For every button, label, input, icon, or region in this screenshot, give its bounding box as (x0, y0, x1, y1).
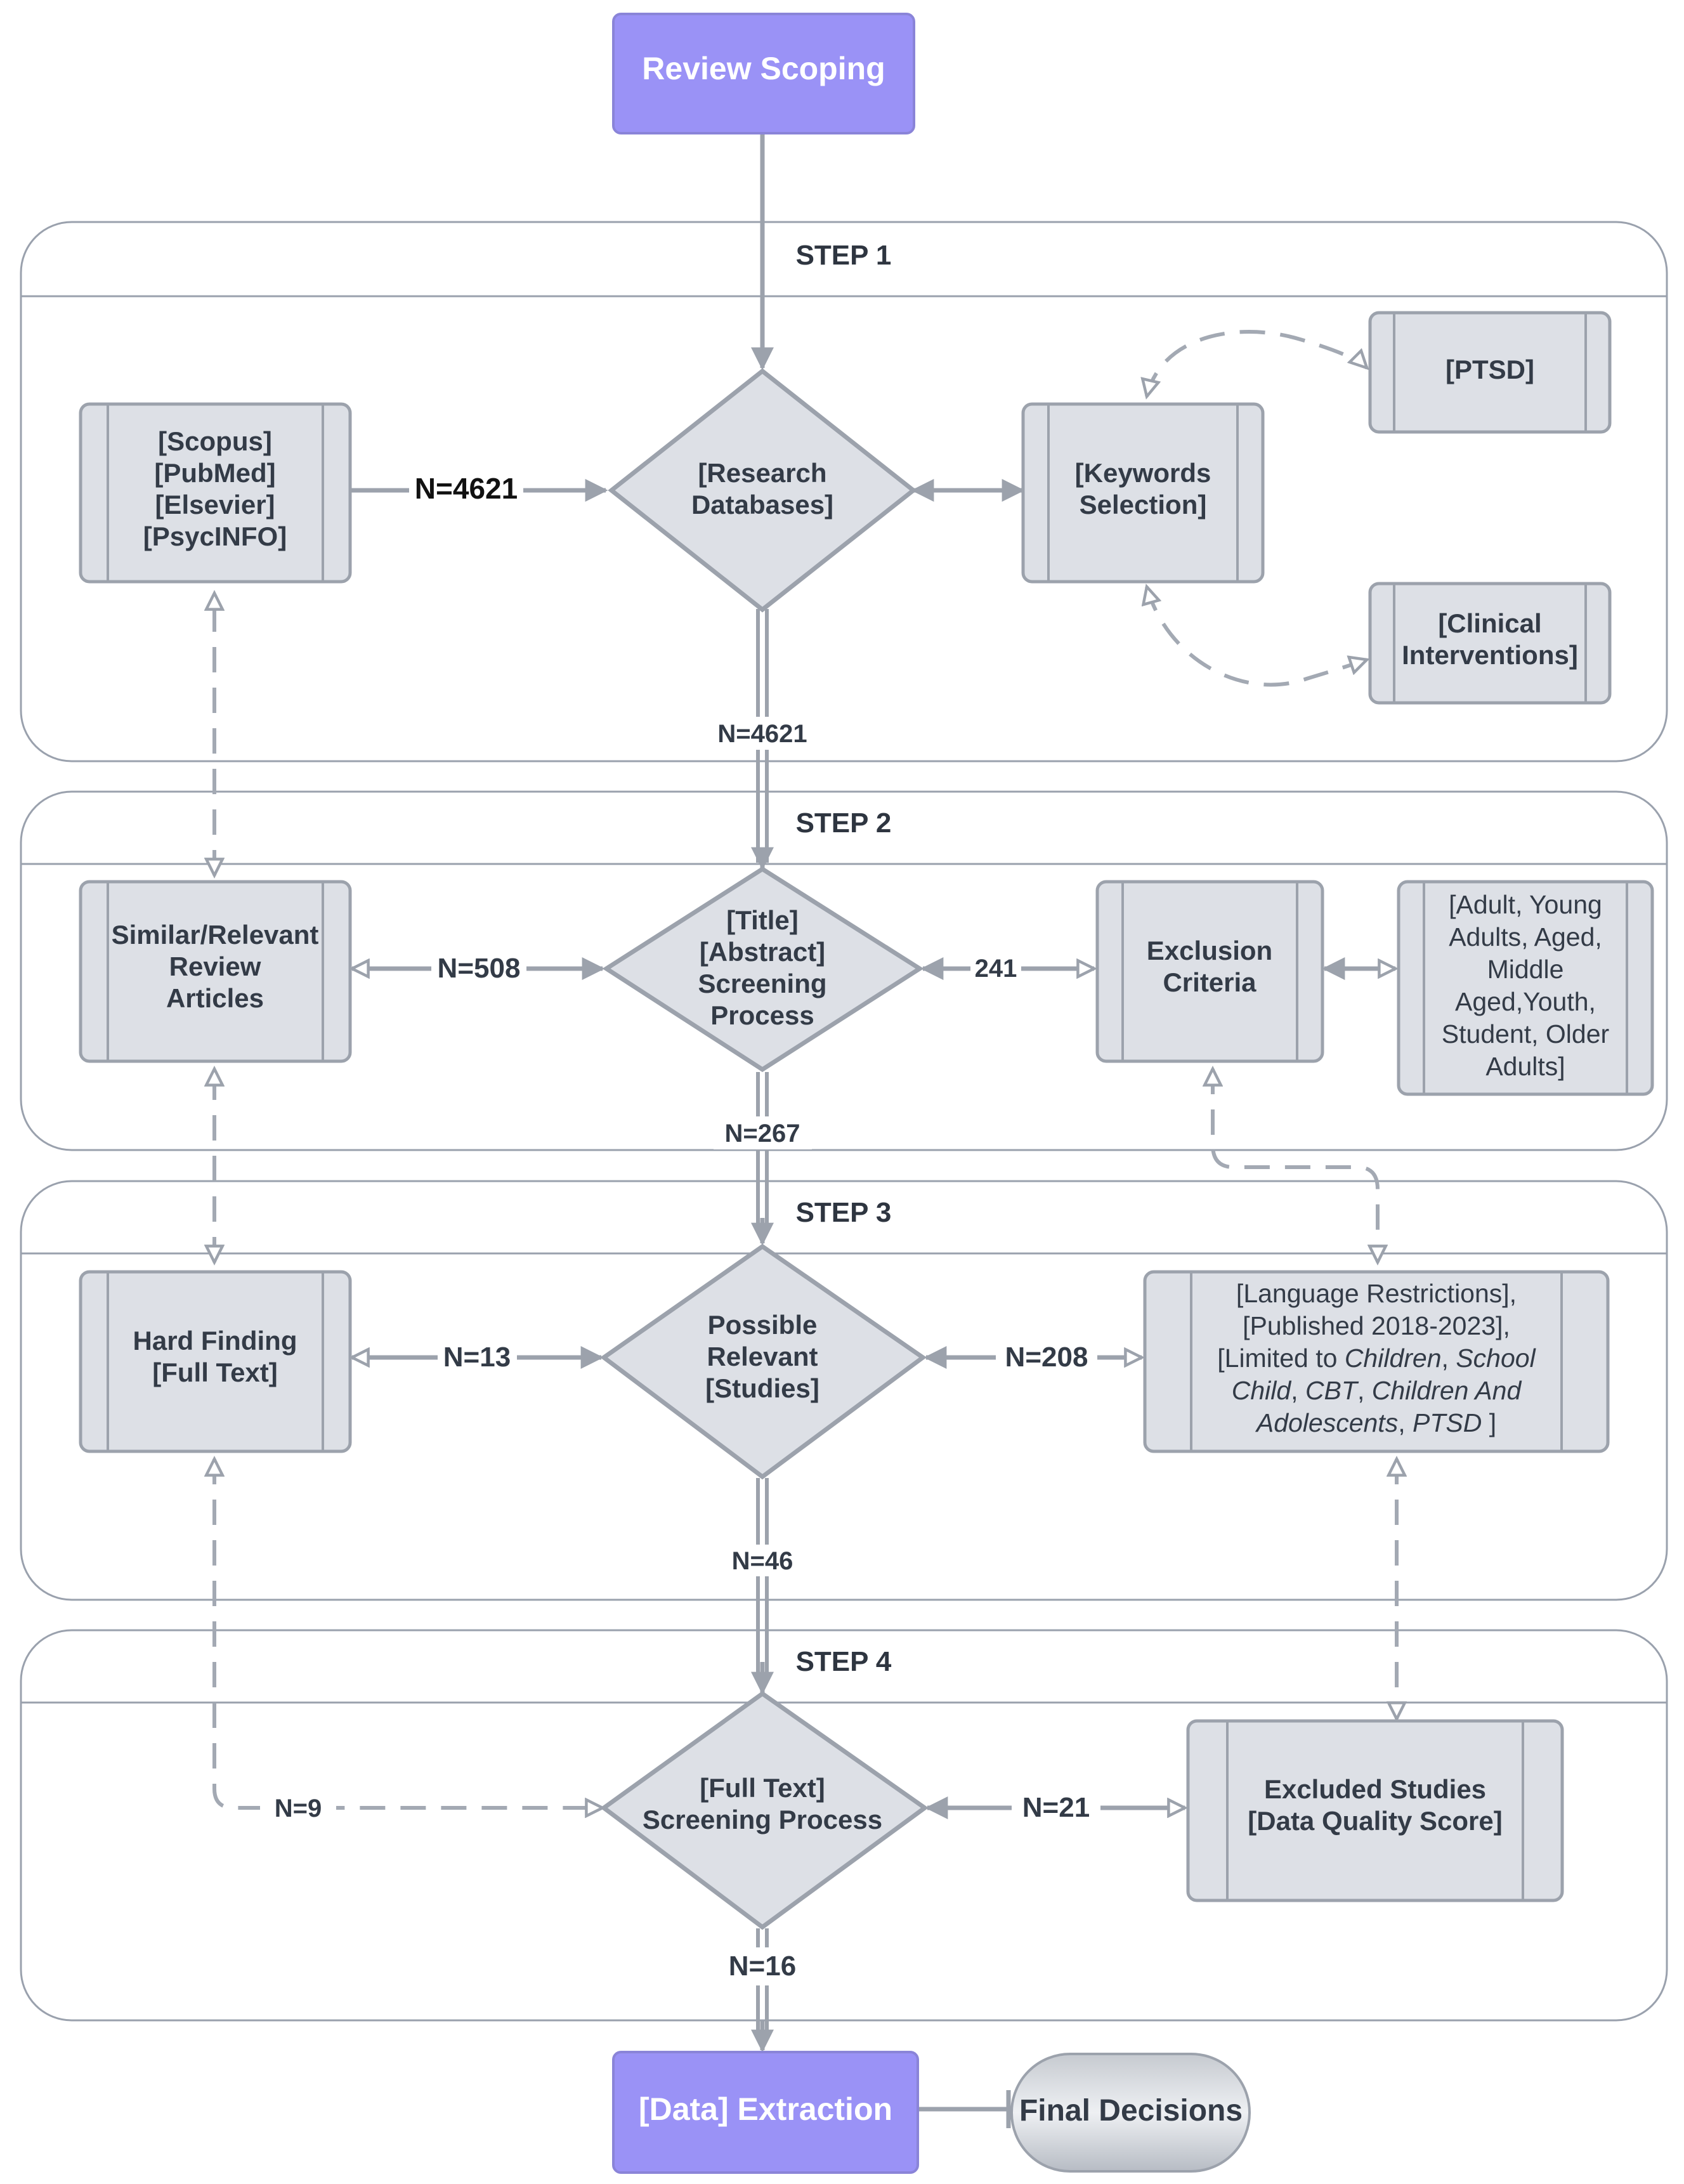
sources-box: [Scopus] [PubMed] [Elsevier] [PsycINFO] (79, 402, 352, 584)
restrictions-line5: Adolescents, PTSD ] (1255, 1408, 1496, 1437)
clinical-line1: [Clinical (1438, 608, 1541, 638)
full-text-screening-line1: [Full Text] (700, 1773, 825, 1803)
hard-finding-box: Hard Finding [Full Text] (79, 1270, 352, 1453)
final-decisions-node: Final Decisions (1010, 2053, 1251, 2173)
edge-label-fulltext-down: N=16 (729, 1951, 796, 1982)
edge-label-hard-fulltext: N=9 (275, 1795, 322, 1822)
step2-label: STEP 2 (796, 808, 892, 839)
excluded-studies-box: Excluded Studies [Data Quality Score] (1186, 1719, 1564, 1902)
edge-label-similar: N=508 (438, 953, 521, 984)
arrow-extraction-to-final (917, 2090, 1011, 2128)
edge-label-sources: N=4621 (415, 472, 518, 505)
screening-decision: [Title] [Abstract] Screening Process (602, 866, 924, 1073)
full-text-screening-line2: Screening Process (643, 1805, 882, 1834)
step3-label: STEP 3 (796, 1197, 892, 1228)
dashed-hard-fulltext (214, 1459, 603, 1808)
step4-label: STEP 4 (796, 1646, 892, 1677)
keywords-selection-line1: [Keywords (1075, 458, 1211, 488)
source-psycinfo: [PsycINFO] (143, 521, 287, 551)
review-scoping-node: Review Scoping (612, 13, 915, 134)
similar-line1: Similar/Relevant (112, 920, 319, 950)
restrictions-line3: [Limited to Children, School (1217, 1344, 1536, 1373)
ptsd-label: [PTSD] (1446, 355, 1534, 384)
restrictions-box: [Language Restrictions], [Published 2018… (1143, 1270, 1610, 1453)
similar-line2: Review (169, 951, 261, 981)
clinical-interventions-box: [Clinical Interventions] (1368, 582, 1612, 705)
clinical-line2: Interventions] (1402, 640, 1578, 670)
excluded-line2: [Data Quality Score] (1248, 1806, 1502, 1836)
research-databases-decision: [Research Databases] (608, 368, 917, 613)
groups-line3: Middle (1487, 955, 1564, 984)
edge-labels: N=4621 N=4621 N=508 241 N=267 N=13 N=208… (260, 469, 1100, 1985)
data-extraction-label: [Data] Extraction (639, 2091, 892, 2127)
source-pubmed: [PubMed] (154, 458, 275, 488)
dashed-keywords-ptsd (1147, 330, 1367, 396)
research-databases-line2: Databases] (691, 490, 833, 520)
edge-label-possible-down: N=46 (732, 1547, 793, 1575)
ptsd-box: [PTSD] (1368, 311, 1612, 434)
groups-line4: Aged,Youth, (1455, 987, 1596, 1016)
groups-line1: [Adult, Young (1449, 890, 1602, 919)
keywords-selection-box: [Keywords Selection] (1021, 402, 1265, 584)
edge-label-databases-down: N=4621 (717, 720, 807, 748)
keywords-selection-line2: Selection] (1080, 490, 1207, 520)
possible-line3: [Studies] (705, 1373, 819, 1403)
similar-articles-box: Similar/Relevant Review Articles (79, 880, 352, 1063)
possible-studies-decision: Possible Relevant [Studies] (600, 1243, 927, 1480)
arrow-screening-to-possible (751, 1072, 774, 1246)
step1-label: STEP 1 (796, 240, 892, 271)
possible-line2: Relevant (707, 1342, 818, 1371)
screening-line3: Screening (698, 969, 826, 998)
screening-line4: Process (710, 1000, 814, 1030)
full-text-screening-decision: [Full Text] Screening Process (600, 1690, 929, 1930)
source-scopus: [Scopus] (158, 426, 272, 456)
exclusion-line2: Criteria (1163, 967, 1256, 997)
source-elsevier: [Elsevier] (155, 490, 275, 520)
edge-label-hard: N=13 (443, 1342, 511, 1373)
hard-finding-line1: Hard Finding (133, 1326, 297, 1356)
groups-line2: Adults, Aged, (1449, 922, 1602, 951)
groups-line6: Adults] (1485, 1052, 1565, 1081)
dashed-keywords-clinical (1147, 587, 1367, 687)
screening-line1: [Title] (726, 905, 799, 935)
restrictions-line4: Child, CBT, Children And (1232, 1376, 1522, 1405)
hard-finding-line2: [Full Text] (152, 1357, 278, 1387)
restrictions-line1: [Language Restrictions], (1236, 1279, 1517, 1308)
dashed-exclusion-restrictions (1213, 1069, 1378, 1262)
edge-label-screening-down: N=267 (725, 1120, 800, 1148)
edge-label-excluded: N=21 (1022, 1792, 1090, 1823)
exclusion-criteria-box: Exclusion Criteria (1095, 880, 1324, 1063)
exclusion-groups-box: [Adult, Young Adults, Aged, Middle Aged,… (1397, 880, 1654, 1096)
similar-line3: Articles (166, 983, 264, 1013)
review-scoping-label: Review Scoping (642, 51, 885, 86)
groups-line5: Student, Older (1442, 1019, 1609, 1049)
data-extraction-node: [Data] Extraction (612, 2051, 919, 2174)
final-decisions-label: Final Decisions (1019, 2094, 1243, 2128)
research-databases-line1: [Research (698, 458, 826, 488)
restrictions-line2: [Published 2018-2023], (1243, 1311, 1510, 1340)
edge-label-exclusion: 241 (975, 955, 1017, 983)
screening-line2: [Abstract] (700, 937, 825, 967)
exclusion-line1: Exclusion (1147, 936, 1272, 965)
excluded-line1: Excluded Studies (1264, 1774, 1486, 1804)
edge-label-restrictions: N=208 (1005, 1342, 1088, 1373)
possible-line1: Possible (708, 1310, 818, 1340)
